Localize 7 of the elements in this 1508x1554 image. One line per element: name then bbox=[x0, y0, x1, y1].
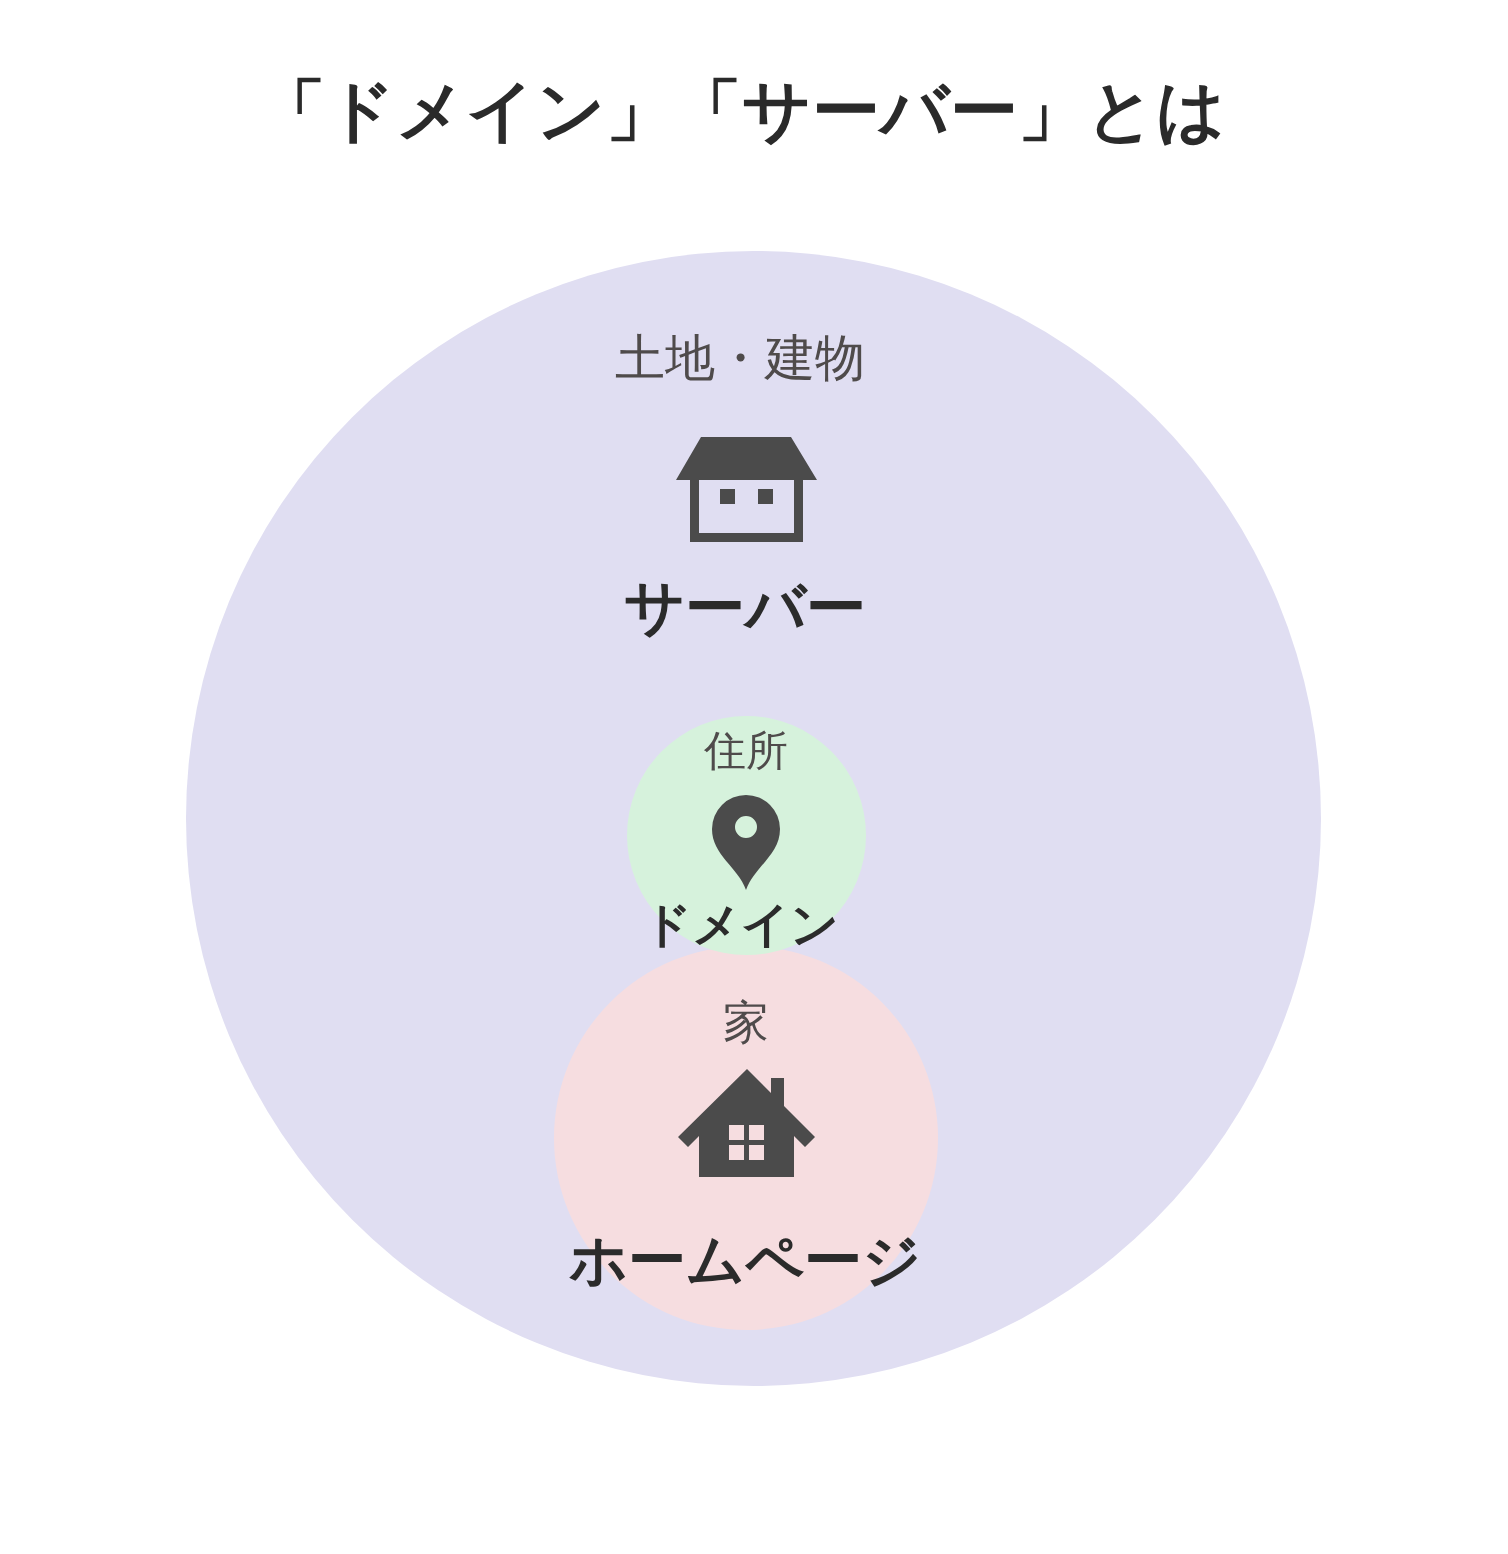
node-caption: 家 bbox=[723, 999, 769, 1045]
node-caption: 土地・建物 bbox=[615, 333, 865, 383]
node-caption: 住所 bbox=[704, 730, 788, 772]
node-label: ホームページ bbox=[569, 1231, 921, 1289]
node-label: ドメイン bbox=[643, 900, 839, 948]
node-label: サーバー bbox=[624, 577, 866, 637]
title: 「ドメイン」「サーバー」とは bbox=[258, 77, 1226, 145]
